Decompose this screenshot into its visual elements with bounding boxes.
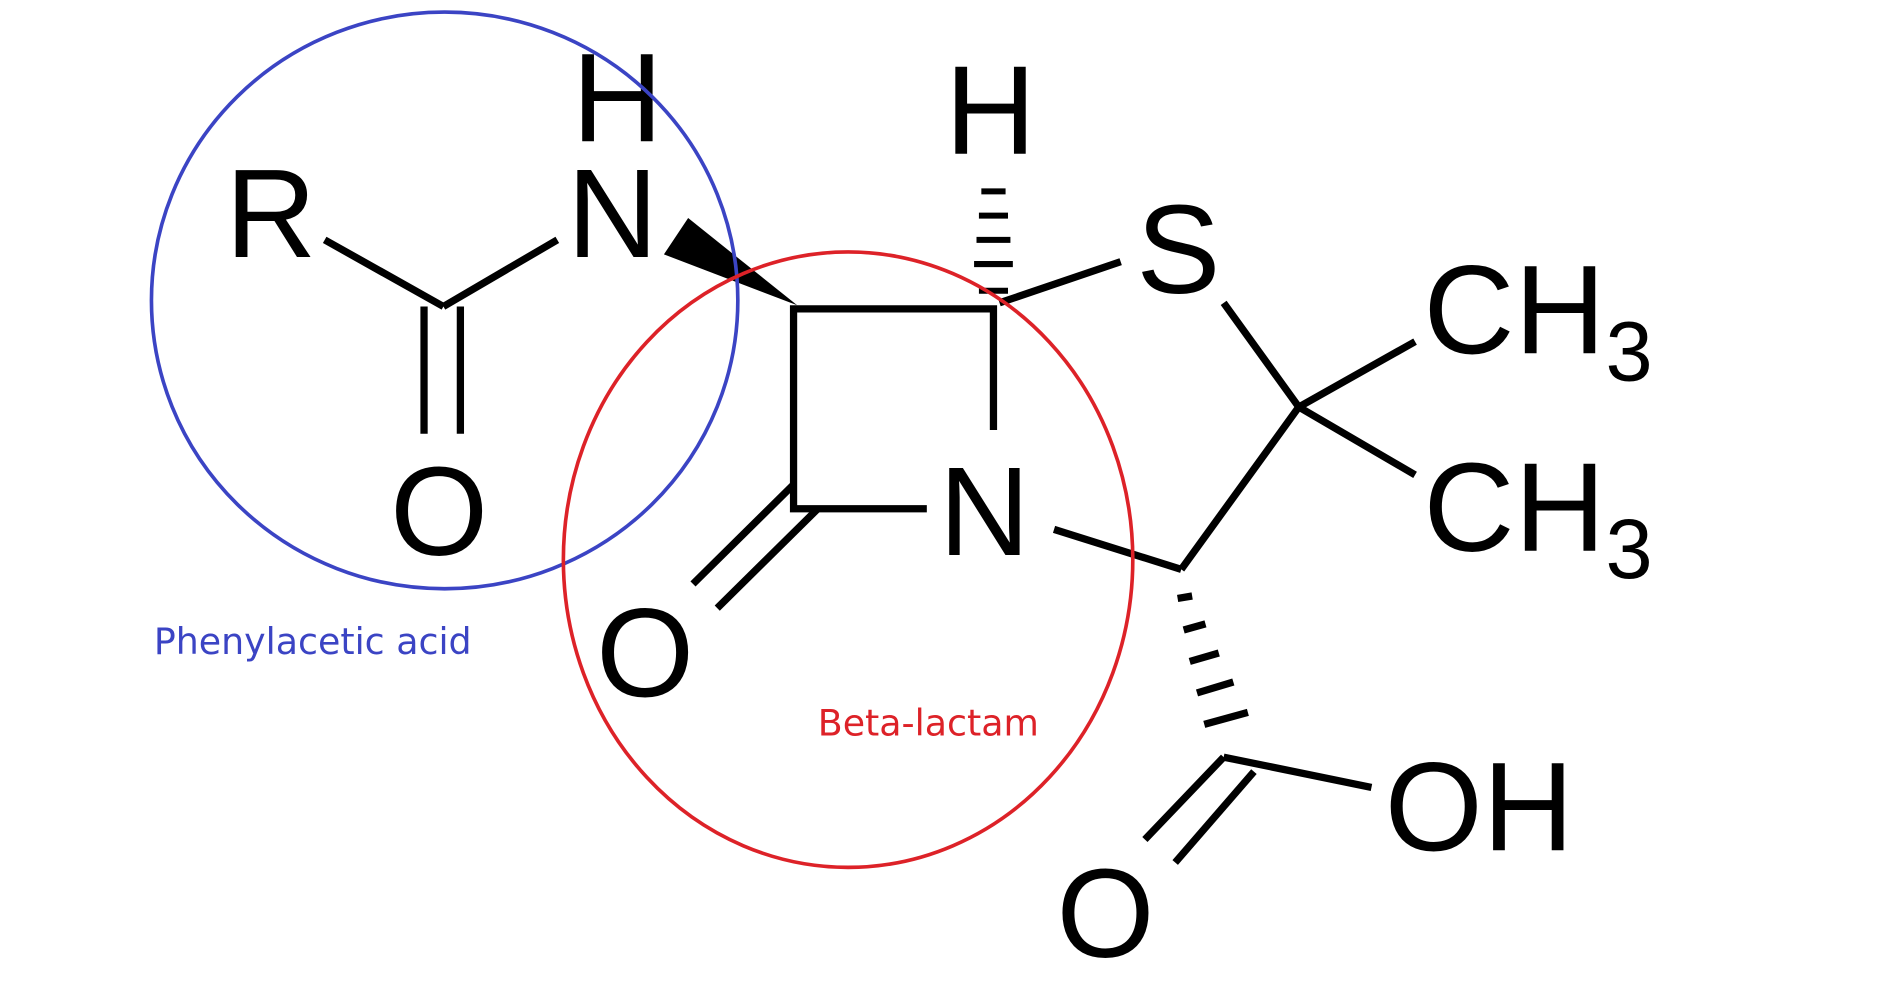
atom-amide-o: O	[390, 441, 488, 582]
atom-r: R	[225, 143, 316, 284]
beta-lactam-circle	[561, 250, 1135, 870]
atom-s: S	[1136, 179, 1220, 320]
hash-bond-bottom	[1177, 592, 1249, 728]
phenylacetic-acid-circle	[149, 10, 740, 591]
atom-labels: R H N O H O N S CH3 CH3 OH O	[225, 28, 1652, 984]
bonds	[322, 188, 1417, 865]
atom-acid-oh: OH	[1385, 736, 1574, 877]
atom-lactam-o: O	[596, 583, 694, 724]
wedge-bond	[663, 218, 798, 306]
atom-ch3-top: CH3	[1424, 240, 1653, 399]
hash-bond-top	[974, 188, 1013, 294]
atom-lactam-n: N	[939, 441, 1030, 582]
atom-ring-h: H	[945, 40, 1036, 181]
beta-lactam-label: Beta-lactam	[818, 701, 1039, 744]
phenylacetic-acid-label: Phenylacetic acid	[154, 620, 472, 663]
atom-acid-o: O	[1056, 843, 1154, 984]
atom-ch3-bottom: CH3	[1424, 437, 1653, 596]
atom-amide-h: H	[572, 28, 663, 169]
atom-amide-n: N	[567, 143, 658, 284]
